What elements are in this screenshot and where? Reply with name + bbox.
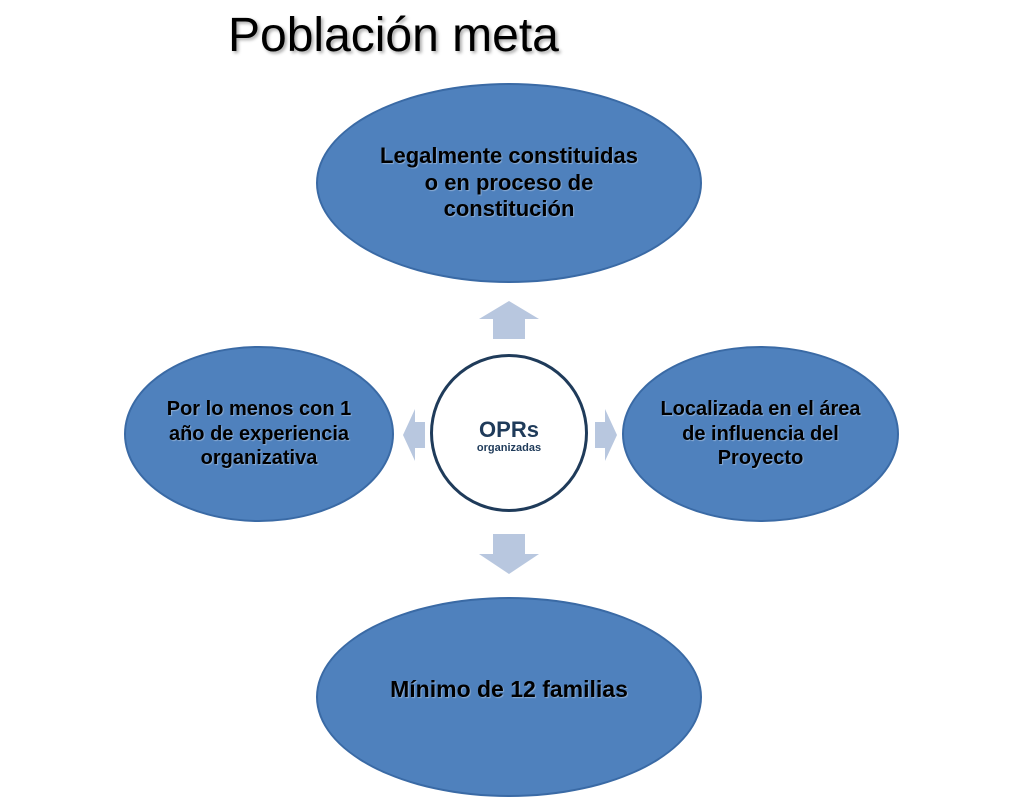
slide-title: Población meta: [228, 9, 559, 62]
arrow-left-icon: [403, 409, 425, 461]
center-title: OPRs: [479, 416, 539, 442]
node-location: Localizada en el área de influencia del …: [622, 346, 899, 522]
center-subtitle: organizadas: [476, 442, 542, 455]
node-label: Localizada en el área de influencia del …: [660, 398, 861, 470]
node-legally-constituted: Legalmente constituidas o en proceso de …: [316, 83, 702, 283]
center-circle: OPRs organizadas: [430, 354, 588, 512]
arrow-up-icon: [479, 301, 539, 339]
node-label: Por lo menos con 1 año de experiencia or…: [166, 398, 352, 470]
node-label: Mínimo de 12 familias: [390, 676, 628, 702]
node-label: Legalmente constituidas o en proceso de …: [380, 142, 638, 222]
arrow-right-icon: [595, 409, 617, 461]
node-min-families: Mínimo de 12 familias: [316, 597, 702, 797]
node-experience: Por lo menos con 1 año de experiencia or…: [124, 346, 394, 522]
arrow-down-icon: [479, 534, 539, 574]
